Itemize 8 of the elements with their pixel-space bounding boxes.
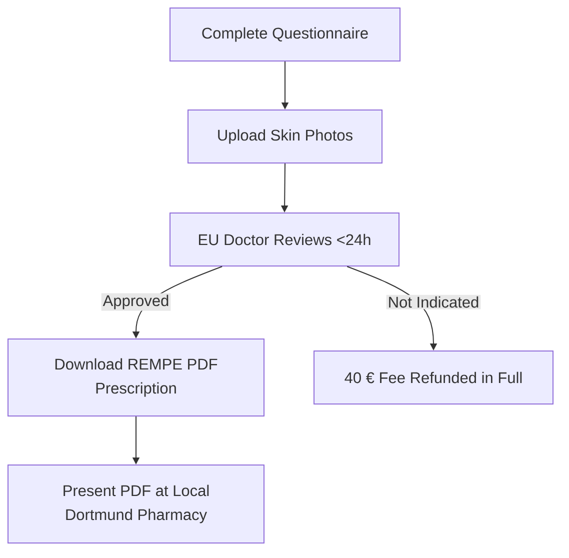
process-box: Upload Skin Photos [188,110,382,164]
process-box: 40 € Fee Refunded in Full [314,350,554,404]
process-box: Download REMPE PDF Prescription [8,338,264,416]
process-box: EU Doctor Reviews <24h [170,212,400,266]
edge-label: Not Indicated [386,294,481,310]
process-box: Complete Questionnaire [170,8,400,62]
edge-label: Approved [101,293,171,311]
process-box: Present PDF at Local Dortmund Pharmacy [8,464,264,544]
